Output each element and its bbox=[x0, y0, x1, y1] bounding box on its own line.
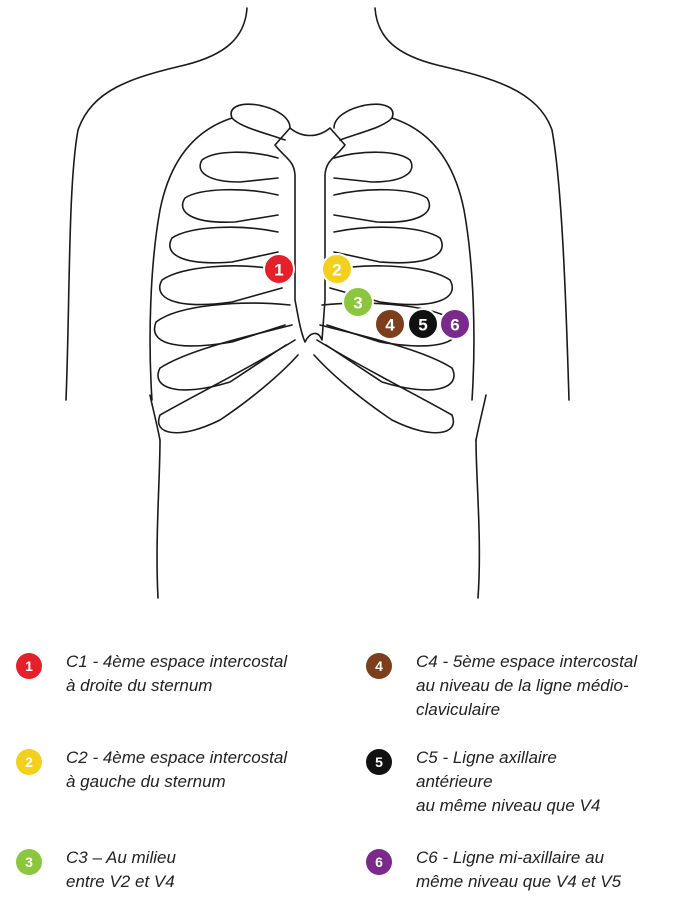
rib-5-left bbox=[159, 265, 283, 306]
legend-marker: 1 bbox=[16, 653, 42, 679]
electrode-dot bbox=[321, 253, 353, 285]
legend-marker: 2 bbox=[16, 749, 42, 775]
legend-description: C6 - Ligne mi-axillaire au même niveau q… bbox=[416, 848, 622, 891]
electrode-dot bbox=[263, 253, 295, 285]
electrode-number: 3 bbox=[353, 294, 362, 313]
torso-outline-right bbox=[374, 7, 570, 599]
legend-item-c6: 6 C6 - Ligne mi-axillaire au même niveau … bbox=[366, 846, 621, 894]
electrode-number: 2 bbox=[332, 261, 341, 280]
electrode-marker-2: 2 bbox=[321, 253, 353, 285]
rib-3-left bbox=[181, 188, 279, 223]
rib-7-right bbox=[319, 324, 455, 391]
electrode-dot bbox=[342, 286, 374, 318]
torso-waist-right bbox=[475, 394, 487, 441]
ribcage-outline-right bbox=[391, 117, 475, 401]
electrode-number: 5 bbox=[418, 316, 427, 335]
legend-item-c4: 4 C4 - 5ème espace intercostal au niveau … bbox=[366, 650, 637, 722]
legend-item-c3: 3 C3 – Au milieu entre V2 et V4 bbox=[16, 846, 176, 894]
legend-description: C4 - 5ème espace intercostal au niveau d… bbox=[416, 652, 638, 719]
legend-description: C1 - 4ème espace intercostal à droite du… bbox=[66, 652, 288, 695]
electrode-number: 4 bbox=[385, 316, 395, 335]
electrode-dot bbox=[407, 308, 439, 340]
rib-7-left bbox=[157, 324, 293, 391]
electrode-number: 1 bbox=[274, 261, 283, 280]
electrode-number: 6 bbox=[450, 316, 459, 335]
legend-item-c1: 1 C1 - 4ème espace intercostal à droite d… bbox=[16, 650, 287, 698]
rib-4-left bbox=[169, 226, 279, 264]
legend-description: C5 - Ligne axillaire antérieure au même … bbox=[416, 748, 601, 815]
electrode-marker-5: 5 bbox=[407, 308, 439, 340]
legend-marker: 3 bbox=[16, 849, 42, 875]
legend-marker: 4 bbox=[366, 653, 392, 679]
rib-1-left bbox=[230, 103, 291, 141]
rib-3-right bbox=[333, 188, 431, 223]
electrode-dot bbox=[439, 308, 471, 340]
rib-1-right bbox=[333, 103, 394, 141]
rib-8-right bbox=[313, 339, 455, 434]
legend-item-c5: 5 C5 - Ligne axillaire antérieure au même… bbox=[366, 746, 600, 818]
ribcage-outline-left bbox=[149, 117, 233, 401]
legend-description: C2 - 4ème espace intercostal à gauche du… bbox=[66, 748, 288, 791]
rib-8-left bbox=[157, 339, 299, 434]
electrode-legend: 1 C1 - 4ème espace intercostal à droite d… bbox=[0, 640, 694, 899]
rib-2-right bbox=[333, 151, 413, 183]
rib-5-right bbox=[329, 265, 453, 306]
electrode-marker-3: 3 bbox=[342, 286, 374, 318]
torso-waist-left bbox=[149, 394, 161, 441]
legend-description: C3 – Au milieu entre V2 et V4 bbox=[66, 848, 176, 891]
rib-2-left bbox=[199, 151, 279, 183]
legend-item-c2: 2 C2 - 4ème espace intercostal à gauche d… bbox=[16, 746, 287, 794]
legend-marker: 6 bbox=[366, 849, 392, 875]
electrode-dot bbox=[374, 308, 406, 340]
torso-outline-left bbox=[65, 7, 248, 599]
rib-4-right bbox=[333, 226, 443, 264]
electrode-marker-6: 6 bbox=[439, 308, 471, 340]
electrode-marker-1: 1 bbox=[263, 253, 295, 285]
electrode-marker-4: 4 bbox=[374, 308, 406, 340]
sternum bbox=[274, 127, 346, 343]
rib-6-left bbox=[153, 302, 291, 347]
legend-marker: 5 bbox=[366, 749, 392, 775]
